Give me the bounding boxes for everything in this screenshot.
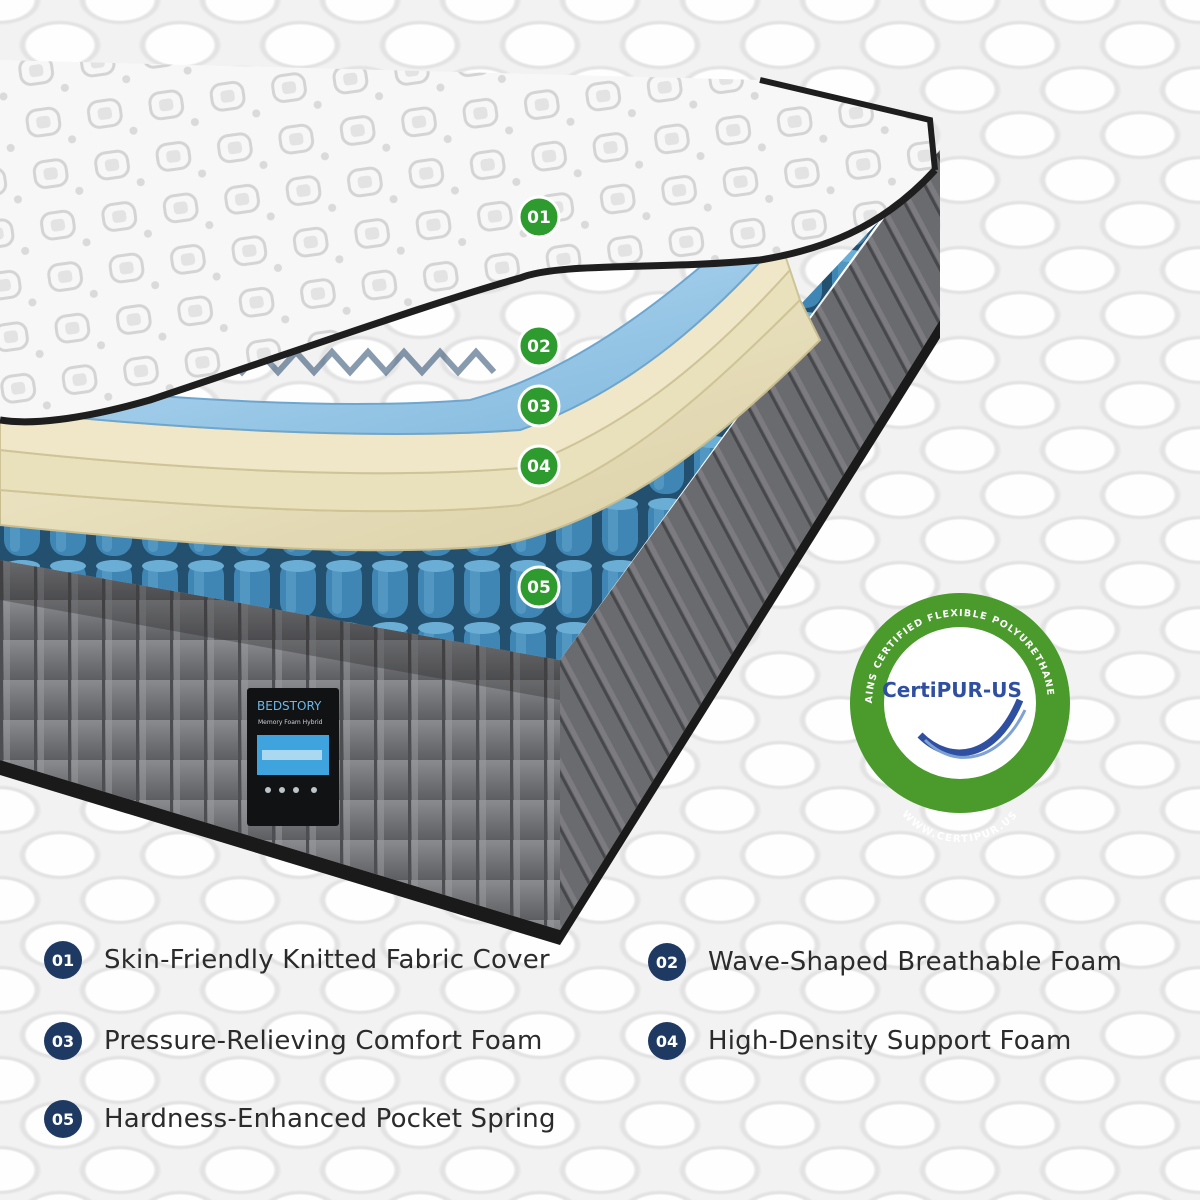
pocket-springs (0, 220, 880, 660)
feature-label: Hardness-Enhanced Pocket Spring (104, 1104, 556, 1134)
layer-marker-03: 03 (517, 384, 561, 428)
feature-label: Pressure-Relieving Comfort Foam (104, 1026, 543, 1056)
feature-item: 02 Wave-Shaped Breathable Foam (648, 938, 1122, 986)
feature-number-badge: 01 (44, 941, 82, 979)
svg-text:02: 02 (527, 337, 551, 357)
feature-number-badge: 05 (44, 1100, 82, 1138)
layer-marker-04: 04 (517, 444, 561, 488)
foam-layers (0, 238, 822, 552)
feature-label: Wave-Shaped Breathable Foam (708, 947, 1122, 977)
certipur-logo-text: CertiPUR-US (882, 678, 1022, 702)
layer-marker-05: 05 (517, 565, 561, 609)
product-label: BEDSTORY Memory Foam Hybrid (247, 688, 339, 826)
layer-marker-02: 02 (517, 324, 561, 368)
feature-item: 01 Skin-Friendly Knitted Fabric Cover (44, 936, 550, 984)
mattress-right-side (560, 150, 940, 945)
svg-text:05: 05 (527, 578, 551, 598)
feature-number-badge: 03 (44, 1022, 82, 1060)
brand-name: BEDSTORY (257, 699, 322, 713)
svg-text:01: 01 (527, 208, 551, 228)
label-subtitle: Memory Foam Hybrid (258, 719, 323, 726)
feature-number-badge: 04 (648, 1022, 686, 1060)
layer-marker-01: 01 (517, 195, 561, 239)
feature-label: Skin-Friendly Knitted Fabric Cover (104, 945, 550, 975)
feature-label: High-Density Support Foam (708, 1026, 1072, 1056)
seal-ring-bottom-text: WWW.CERTIPUR.US (899, 809, 1019, 845)
svg-text:04: 04 (527, 457, 551, 477)
svg-text:03: 03 (527, 397, 551, 417)
feature-list: 01 Skin-Friendly Knitted Fabric Cover 02… (44, 930, 1174, 1160)
feature-number-badge: 02 (648, 943, 686, 981)
quilted-cover (0, 60, 938, 426)
feature-item: 04 High-Density Support Foam (648, 1017, 1072, 1065)
feature-item: 03 Pressure-Relieving Comfort Foam (44, 1017, 543, 1065)
svg-text:WWW.CERTIPUR.US: WWW.CERTIPUR.US (899, 809, 1020, 845)
feature-item: 05 Hardness-Enhanced Pocket Spring (44, 1095, 556, 1143)
